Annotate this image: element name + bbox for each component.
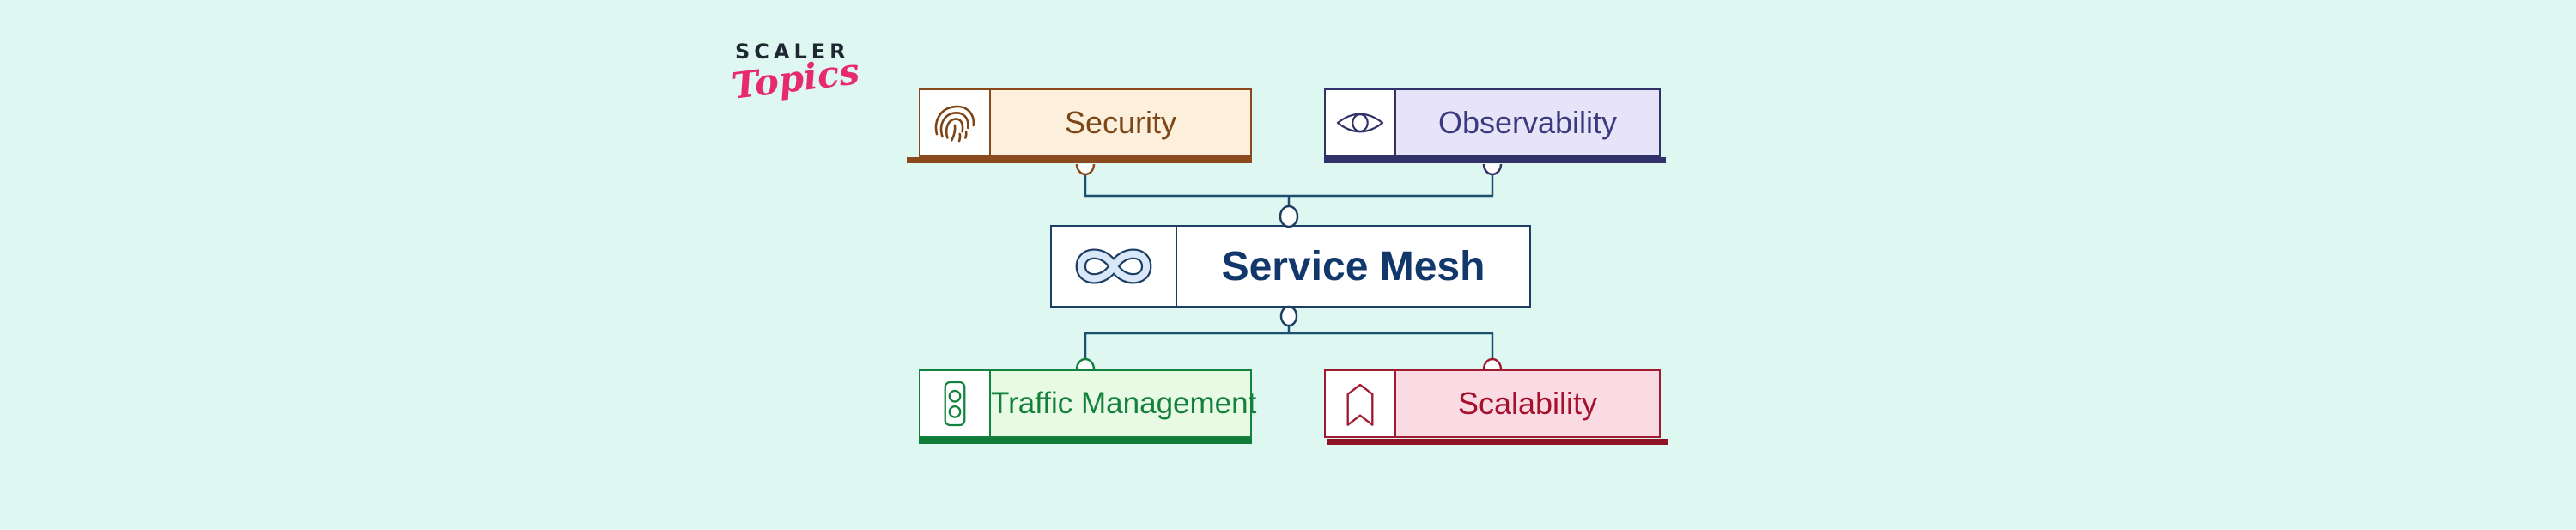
node-service-mesh: Service Mesh xyxy=(1050,225,1531,308)
port-security xyxy=(1075,163,1096,176)
node-scalability: Scalability xyxy=(1324,369,1668,445)
node-scalability-label: Scalability xyxy=(1457,386,1598,421)
node-security-label: Security xyxy=(1064,105,1177,140)
traffic-light-icon xyxy=(920,371,991,436)
node-security: Security xyxy=(907,88,1252,163)
fingerprint-icon xyxy=(920,90,991,155)
eye-icon xyxy=(1326,90,1396,155)
node-traffic-management: Traffic Management xyxy=(919,369,1256,444)
scaler-topics-logo: SCALER Topics xyxy=(730,40,872,107)
port-observability xyxy=(1482,163,1503,176)
logo-brand-text: SCALER xyxy=(735,40,850,64)
node-observability: Observability xyxy=(1324,88,1666,163)
bookmark-icon xyxy=(1326,371,1396,436)
port-service-mesh-top xyxy=(1279,204,1299,228)
port-service-mesh-bottom xyxy=(1279,305,1298,327)
port-traffic-management xyxy=(1075,357,1096,370)
node-service-mesh-label: Service Mesh xyxy=(1221,243,1485,289)
node-observability-label: Observability xyxy=(1437,105,1618,140)
port-scalability xyxy=(1482,357,1503,370)
infinity-icon xyxy=(1052,227,1177,306)
node-traffic-management-label: Traffic Management xyxy=(991,387,1257,420)
